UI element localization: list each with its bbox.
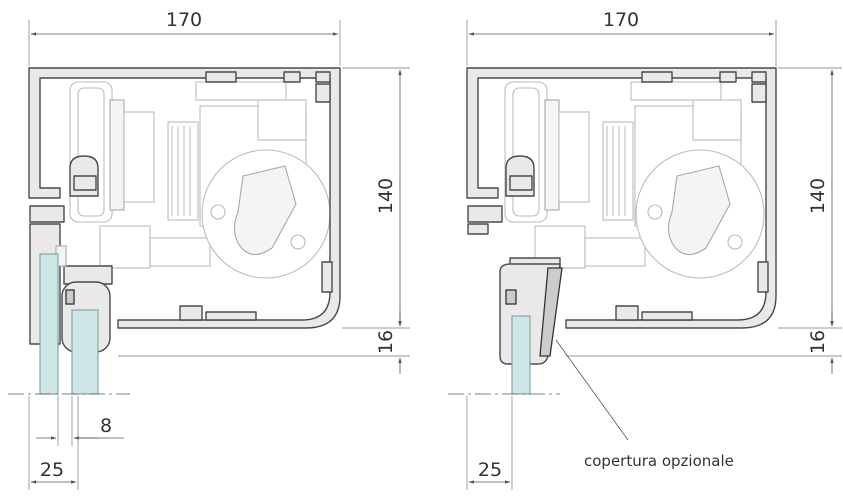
left-bottom-value: 16 xyxy=(375,330,397,354)
left-glass-pane-sliding xyxy=(71,309,99,395)
right-profile xyxy=(466,67,777,329)
left-mechanism xyxy=(69,81,331,279)
right-width-dimension: 170 xyxy=(466,9,777,66)
right-edge-dimension: 25 xyxy=(466,396,513,490)
left-width-dimension: 170 xyxy=(28,9,341,66)
right-section: 170 140 16 25 copertura opzionale xyxy=(448,9,842,490)
left-offset-dimension: 8 xyxy=(36,396,124,446)
left-section: 170 140 16 8 xyxy=(8,9,410,490)
left-edge-value: 25 xyxy=(40,459,64,481)
right-glass-pane xyxy=(511,315,531,395)
left-bottom-dimension: 16 xyxy=(118,310,410,374)
right-height-dimension: 140 xyxy=(778,67,842,329)
right-bottom-value: 16 xyxy=(807,330,829,354)
right-edge-value: 25 xyxy=(478,459,502,481)
right-mechanism xyxy=(504,81,765,279)
left-width-value: 170 xyxy=(166,9,202,31)
left-offset-value: 8 xyxy=(100,415,112,437)
left-edge-dimension: 25 xyxy=(28,396,79,490)
right-bottom-dimension: 16 xyxy=(566,310,842,374)
left-glass-pane-fixed xyxy=(39,253,59,395)
right-height-value: 140 xyxy=(807,178,829,214)
left-height-dimension: 140 xyxy=(342,67,410,329)
left-height-value: 140 xyxy=(375,178,397,214)
right-width-value: 170 xyxy=(603,9,639,31)
optional-cover xyxy=(499,263,563,365)
cover-note-label: copertura opzionale xyxy=(584,452,734,470)
cover-leader-line xyxy=(555,339,629,441)
